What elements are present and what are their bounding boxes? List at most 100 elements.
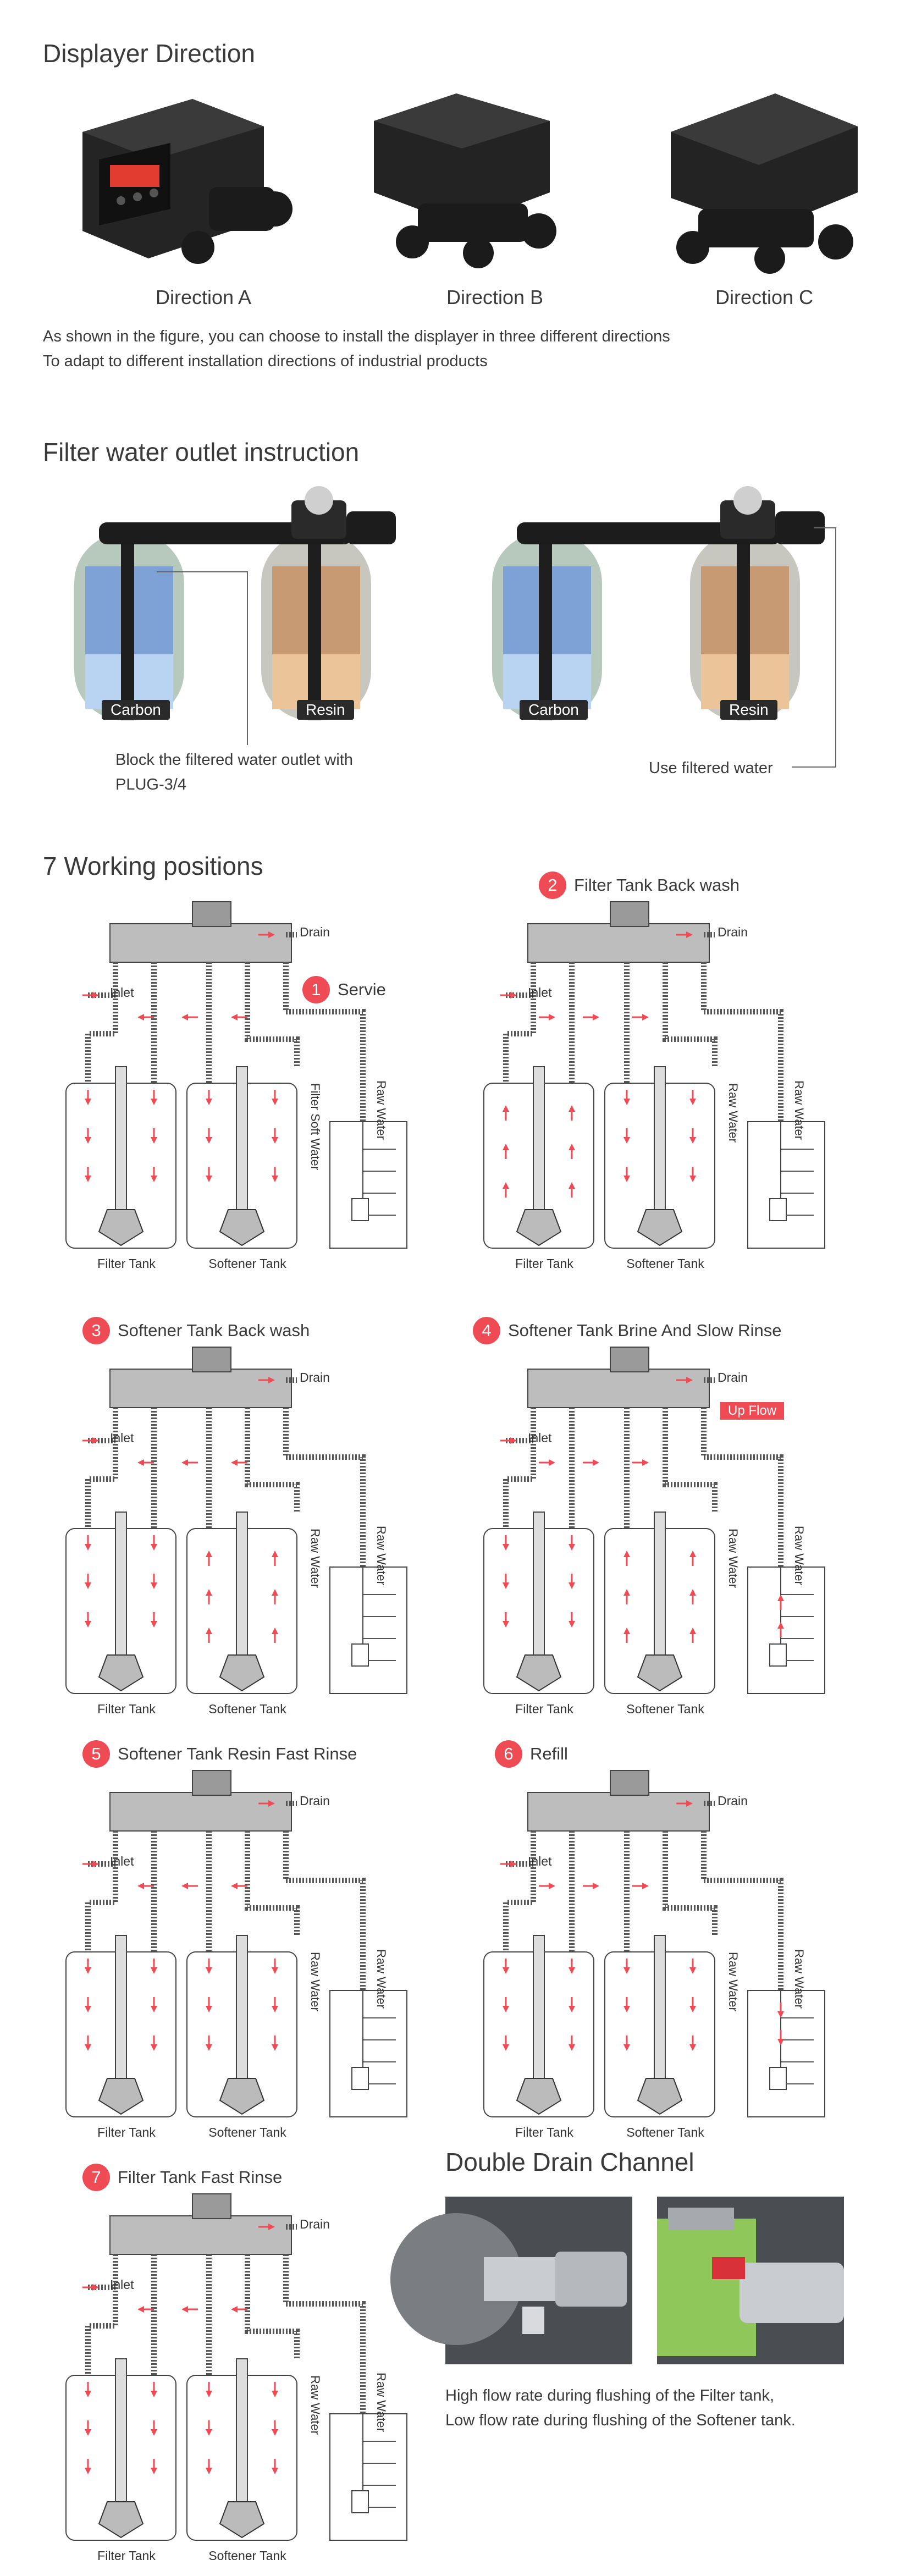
step-badge-1: 1 (302, 976, 330, 1003)
softener-tank-label: Softener Tank (626, 2125, 704, 2139)
drain-label: Drain (718, 925, 748, 939)
drain-label: Drain (718, 1370, 748, 1384)
outlet-note-right: Use filtered water (649, 759, 773, 777)
drain-photo-right (657, 2197, 844, 2364)
softener-tank-label: Softener Tank (208, 2125, 286, 2139)
filter-tank-label: Filter Tank (515, 1256, 573, 1271)
working-panel-3: 3 Softener Tank Back wash Drain Inlet Ra… (55, 1317, 440, 1732)
softener-tank-label: Softener Tank (208, 1256, 286, 1271)
inlet-label: Inlet (110, 2277, 134, 2292)
inlet-label: Inlet (110, 1854, 134, 1868)
step-badge-3: 3 (82, 1317, 110, 1344)
filter-tank-label: Filter Tank (97, 2125, 156, 2139)
working-diagram-6 (483, 1770, 825, 2117)
valve-direction-c-image (671, 93, 858, 274)
working-panel-5-title: 5 Softener Tank Resin Fast Rinse (82, 1740, 357, 1768)
raw-water-label: Raw Water (308, 1529, 322, 1588)
drain-heading: Double Drain Channel (445, 2148, 694, 2176)
step-badge-2: 2 (539, 871, 566, 899)
working-panel-7: 7 Filter Tank Fast Rinse Drain Inlet Raw… (55, 2164, 440, 2573)
inlet-label: Inlet (528, 1431, 552, 1445)
working-panel-3-title: 3 Softener Tank Back wash (82, 1317, 310, 1344)
drain-photo-left (390, 2197, 632, 2364)
direction-a-label: Direction A (155, 286, 252, 308)
outlet-note-left-2: PLUG-3/4 (115, 776, 186, 793)
softener-tank-label: Softener Tank (208, 1702, 286, 1716)
working-panel-7-title: 7 Filter Tank Fast Rinse (82, 2164, 282, 2191)
raw-water-label: Raw Water (308, 1952, 322, 2011)
outlet-label-carbon-right: Carbon (520, 700, 588, 720)
working-panel-6: 6 Refill Drain Inlet Raw Water Raw Water… (473, 1740, 858, 2155)
raw-water-label: Raw Water (792, 1526, 806, 1585)
filter-tank-label: Filter Tank (515, 2125, 573, 2139)
working-panel-2-title: 2 Filter Tank Back wash (539, 871, 740, 899)
working-panel-1: 1 Servie Drain Inlet Filter Soft Water R… (55, 901, 440, 1287)
drain-description-1: High flow rate during flushing of the Fi… (445, 2387, 775, 2404)
drain-label: Drain (718, 1794, 748, 1808)
displayer-description-1: As shown in the figure, you can choose t… (43, 328, 670, 345)
working-diagram-4 (483, 1347, 825, 1694)
softener-tank-label: Softener Tank (626, 1702, 704, 1716)
step-badge-4: 4 (473, 1317, 500, 1344)
working-diagram-5 (65, 1770, 407, 2117)
working-panel-2: 2 Filter Tank Back wash Drain Inlet Raw … (473, 871, 858, 1287)
softener-tank-label: Softener Tank (626, 1256, 704, 1271)
inlet-label: Inlet (110, 985, 134, 1000)
direction-c-label: Direction C (715, 286, 814, 308)
filter-tank-label: Filter Tank (97, 2549, 156, 2563)
filter-tank-label: Filter Tank (97, 1256, 156, 1271)
outlet-label-resin-left: Resin (297, 700, 354, 720)
inlet-label: Inlet (110, 1431, 134, 1445)
raw-water-label: Raw Water (792, 1949, 806, 2009)
direction-b-label: Direction B (446, 286, 544, 308)
drain-label: Drain (300, 2217, 330, 2231)
working-diagram-2 (483, 901, 825, 1249)
working-diagram-7 (65, 2193, 407, 2541)
working-panel-4: 4 Softener Tank Brine And Slow Rinse Up … (473, 1317, 858, 1732)
raw-water-label: Raw Water (374, 2373, 388, 2432)
raw-water-label: Raw Water (374, 1526, 388, 1585)
drain-label: Drain (300, 925, 330, 939)
drain-label: Drain (300, 1794, 330, 1808)
working-diagram-3 (65, 1347, 407, 1694)
step-badge-7: 7 (82, 2164, 110, 2191)
outlet-heading: Filter water outlet instruction (43, 438, 360, 466)
step-badge-6: 6 (495, 1740, 522, 1768)
step-title-7: Filter Tank Fast Rinse (118, 2167, 283, 2187)
outlet-diagram-right (492, 486, 836, 768)
working-heading: 7 Working positions (43, 852, 263, 880)
displayer-description-2: To adapt to different installation direc… (43, 352, 488, 370)
step-title-6: Refill (530, 1744, 568, 1763)
outlet-note-left-1: Block the filtered water outlet with (115, 751, 353, 769)
outlet-label-resin-right: Resin (720, 700, 777, 720)
raw-water-label: Raw Water (374, 1080, 388, 1140)
inlet-label: Inlet (528, 1854, 552, 1868)
step-badge-5: 5 (82, 1740, 110, 1768)
softener-tank-label: Softener Tank (208, 2549, 286, 2563)
raw-water-label: Raw Water (374, 1949, 388, 2009)
valve-direction-a-image (82, 99, 293, 264)
inlet-label: Inlet (528, 985, 552, 1000)
valve-direction-b-image (374, 93, 556, 268)
outlet-label-carbon-left: Carbon (102, 700, 170, 720)
raw-water-label: Raw Water (308, 2375, 322, 2435)
step-title-2: Filter Tank Back wash (574, 875, 740, 895)
drain-label: Drain (300, 1370, 330, 1384)
step-title-1: Servie (338, 980, 386, 999)
step-title-4: Softener Tank Brine And Slow Rinse (508, 1321, 782, 1340)
filter-tank-label: Filter Tank (97, 1702, 156, 1716)
working-diagram-1 (65, 901, 407, 1249)
filter-tank-label: Filter Tank (515, 1702, 573, 1716)
working-panel-6-title: 6 Refill (495, 1740, 568, 1768)
working-panel-5: 5 Softener Tank Resin Fast Rinse Drain I… (55, 1740, 440, 2155)
filter-soft-water-label: Filter Soft Water (308, 1083, 322, 1171)
raw-water-label: Raw Water (726, 1083, 740, 1143)
outlet-diagram-left (74, 486, 396, 745)
working-panel-1-title: 1 Servie (302, 976, 386, 1003)
step-title-3: Softener Tank Back wash (118, 1321, 310, 1340)
step-title-5: Softener Tank Resin Fast Rinse (118, 1744, 357, 1763)
raw-water-label: Raw Water (792, 1080, 806, 1140)
raw-water-label: Raw Water (726, 1529, 740, 1588)
up-flow-badge: Up Flow (720, 1402, 785, 1420)
raw-water-label: Raw Water (726, 1952, 740, 2011)
